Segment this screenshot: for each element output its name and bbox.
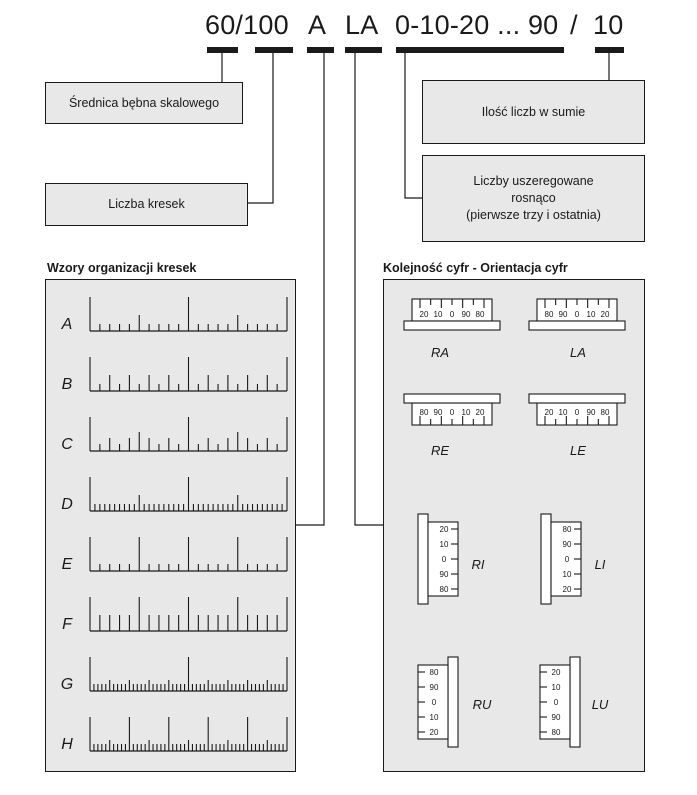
orientation-label-le: LE [570, 443, 586, 458]
scale-ri-number-20: 20 [440, 525, 449, 534]
box-tick-count-text: Liczba kresek [108, 197, 185, 211]
code-part-count: 10 [593, 10, 624, 40]
scale-ri-number-10: 10 [440, 540, 449, 549]
box-ascending: Liczby uszeregowane rosnąco (pierwsze tr… [422, 155, 645, 242]
scale-lu-number-20: 20 [552, 668, 561, 677]
pattern-letter-g: G [60, 676, 74, 693]
scale-ru-number-80: 80 [430, 668, 439, 677]
scale-le-number-20: 20 [545, 408, 554, 417]
scale-re-number-20: 20 [476, 408, 485, 417]
code-part-orientation: LA [345, 10, 379, 40]
code-part-slash: / [570, 10, 578, 40]
scale-ra-number-10: 10 [434, 310, 443, 319]
pattern-letter-e: E [61, 556, 73, 573]
scale-lu-number-0: 0 [554, 698, 559, 707]
scale-ra-number-0: 0 [450, 310, 455, 319]
connector-orientation [354, 53, 383, 526]
scale-ra-base [403, 320, 501, 331]
scale-la-number-10: 10 [587, 310, 596, 319]
scale-lu-number-90: 90 [552, 713, 561, 722]
orientation-label-ri: RI [471, 557, 485, 572]
patterns-panel-title: Wzory organizacji kresek [47, 261, 197, 275]
orientation-label-li: LI [594, 557, 606, 572]
scale-ru-number-20: 20 [430, 728, 439, 737]
box-tick-count: Liczba kresek [45, 183, 248, 226]
scale-le-number-0: 0 [575, 408, 580, 417]
pattern-letter-a: A [61, 316, 73, 333]
orientation-label-ra: RA [430, 345, 450, 360]
orientation-panel-title: Kolejność cyfr - Orientacja cyfr [383, 261, 568, 275]
scale-ru-base [447, 656, 459, 748]
orientation-label-lu: LU [591, 697, 609, 712]
scale-lu-number-10: 10 [552, 683, 561, 692]
scale-li-number-90: 90 [563, 540, 572, 549]
scale-li-base [540, 513, 552, 605]
scale-le-number-80: 80 [601, 408, 610, 417]
patterns-panel [45, 279, 296, 772]
scale-la-number-20: 20 [601, 310, 610, 319]
connector-numbers [404, 53, 422, 199]
scale-lu-base [569, 656, 581, 748]
scale-le-base [528, 393, 626, 404]
scale-ra-number-90: 90 [462, 310, 471, 319]
box-diameter: Średnica bębna skalowego [45, 82, 243, 124]
code-part-diameter-ticks: 60/100 [205, 10, 289, 40]
box-ascending-line-1: Liczby uszeregowane [473, 174, 594, 188]
scale-ri-number-90: 90 [440, 570, 449, 579]
scale-li-number-10: 10 [563, 570, 572, 579]
connector-pattern [296, 53, 325, 526]
box-number-count-text: Ilość liczb w sumie [481, 104, 586, 119]
box-number-count: Ilość liczb w sumie [422, 80, 645, 144]
scale-re-number-10: 10 [462, 408, 471, 417]
scale-le-number-90: 90 [587, 408, 596, 417]
scale-re-number-90: 90 [434, 408, 443, 417]
scale-li-number-0: 0 [565, 555, 570, 564]
scale-le-number-10: 10 [559, 408, 568, 417]
box-ascending-line-3: (pierwsze trzy i ostatnia) [466, 208, 601, 222]
code-part-pattern: A [308, 10, 327, 40]
scale-la-number-90: 90 [559, 310, 568, 319]
box-diameter-text: Średnica bębna skalowego [68, 95, 220, 110]
pattern-letter-c: C [61, 436, 73, 453]
scale-lu-number-80: 80 [552, 728, 561, 737]
scale-re-number-0: 0 [450, 408, 455, 417]
connector-ticks [248, 53, 274, 204]
pattern-letter-d: D [61, 496, 73, 513]
pattern-letter-h: H [61, 736, 73, 753]
orientation-label-la: LA [570, 345, 586, 360]
box-ascending-line-2: rosnąco [511, 191, 556, 205]
scale-la-number-0: 0 [575, 310, 580, 319]
scale-ri-number-0: 0 [442, 555, 447, 564]
scale-ru-number-10: 10 [430, 713, 439, 722]
scale-ru-number-0: 0 [432, 698, 437, 707]
pattern-letter-f: F [62, 616, 72, 633]
scale-la-base [528, 320, 626, 331]
pattern-letter-b: B [61, 376, 73, 393]
scale-li-number-20: 20 [563, 585, 572, 594]
scale-ra-number-20: 20 [420, 310, 429, 319]
scale-re-number-80: 80 [420, 408, 429, 417]
scale-la-number-80: 80 [545, 310, 554, 319]
orientation-label-ru: RU [472, 697, 492, 712]
scale-ri-base [417, 513, 429, 605]
scale-ru-number-90: 90 [430, 683, 439, 692]
scale-re-base [403, 393, 501, 404]
scale-li-number-80: 80 [563, 525, 572, 534]
scale-ra-number-80: 80 [476, 310, 485, 319]
code-part-numbers: 0-10-20 ... 90 [395, 10, 559, 40]
orientation-label-re: RE [430, 443, 450, 458]
scale-ri-number-80: 80 [440, 585, 449, 594]
